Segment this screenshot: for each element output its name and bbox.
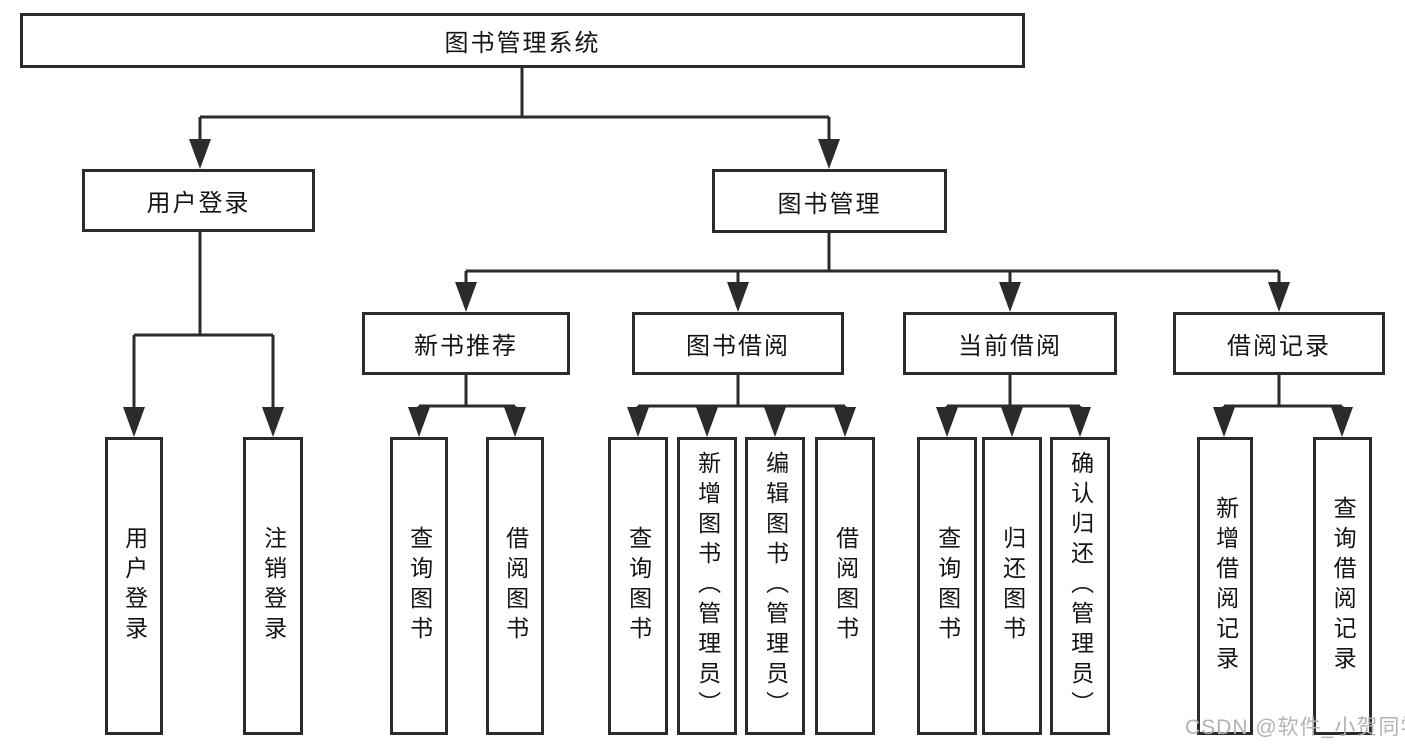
- arrow-down-icon: [1268, 282, 1290, 312]
- connector-root-to-level2: [198, 68, 831, 141]
- connector-book-management-children: [464, 233, 1281, 284]
- leaf-label: 确认归还（管理员）: [1067, 451, 1094, 721]
- arrow-down-icon: [1331, 407, 1353, 437]
- leaf-label: 查询图书: [406, 526, 433, 646]
- arrow-down-icon: [408, 407, 430, 437]
- leaf-query-books-borrowing: 查询图书: [608, 437, 668, 735]
- leaf-label: 查询图书: [625, 526, 652, 646]
- node-label: 图书管理系统: [444, 30, 601, 57]
- arrow-down-icon: [262, 407, 284, 437]
- arrow-down-icon: [1213, 407, 1235, 437]
- leaf-label: 注销登录: [260, 526, 287, 646]
- node-new-book-recommendation: 新书推荐: [362, 312, 570, 375]
- leaf-label: 查询图书: [934, 526, 961, 646]
- leaf-add-books-admin: 新增图书（管理员）: [677, 437, 737, 735]
- node-label: 图书借阅: [686, 333, 790, 360]
- node-current-borrowing: 当前借阅: [903, 312, 1117, 375]
- node-book-borrowing: 图书借阅: [632, 312, 844, 375]
- connector-new-book-children: [417, 375, 517, 409]
- arrow-down-icon: [627, 407, 649, 437]
- node-label: 当前借阅: [958, 333, 1062, 360]
- arrow-down-icon: [455, 282, 477, 312]
- node-label: 新书推荐: [414, 333, 518, 360]
- arrow-down-icon: [999, 282, 1021, 312]
- leaf-user-login: 用户登录: [105, 437, 163, 735]
- arrow-down-icon: [936, 407, 958, 437]
- node-label: 用户登录: [146, 190, 251, 217]
- arrow-down-icon: [764, 407, 786, 437]
- leaf-query-books-recommend: 查询图书: [390, 437, 448, 735]
- leaf-label: 用户登录: [121, 526, 148, 646]
- leaf-borrow-books: 借阅图书: [815, 437, 875, 735]
- connector-book-borrowing-children: [636, 375, 847, 409]
- leaf-borrow-books-recommend: 借阅图书: [486, 437, 544, 735]
- arrow-down-icon: [727, 282, 749, 312]
- leaf-logout-login: 注销登录: [243, 437, 303, 735]
- arrow-down-icon: [818, 139, 840, 169]
- leaf-label: 借阅图书: [832, 526, 859, 646]
- leaf-label: 新增借阅记录: [1212, 496, 1239, 676]
- node-user-login: 用户登录: [82, 169, 315, 232]
- leaf-confirm-return-admin: 确认归还（管理员）: [1050, 437, 1110, 735]
- arrow-down-icon: [189, 139, 211, 169]
- leaf-edit-books-admin: 编辑图书（管理员）: [745, 437, 805, 735]
- arrow-down-icon: [696, 407, 718, 437]
- leaf-label: 编辑图书（管理员）: [762, 451, 789, 721]
- leaf-add-borrowing-record: 新增借阅记录: [1197, 437, 1253, 735]
- leaf-label: 新增图书（管理员）: [694, 451, 721, 721]
- connector-borrowing-records-children: [1222, 375, 1344, 409]
- connector-current-borrowing-children: [945, 375, 1082, 409]
- leaf-label: 借阅图书: [502, 526, 529, 646]
- arrow-down-icon: [504, 407, 526, 437]
- node-borrowing-records: 借阅记录: [1173, 312, 1385, 375]
- node-label: 借阅记录: [1227, 333, 1331, 360]
- leaf-label: 查询借阅记录: [1330, 496, 1357, 676]
- arrow-down-icon: [1001, 407, 1023, 437]
- leaf-label: 归还图书: [999, 526, 1026, 646]
- connector-user-login-children: [132, 232, 275, 409]
- leaf-query-books-current: 查询图书: [917, 437, 977, 735]
- arrow-down-icon: [834, 407, 856, 437]
- leaf-return-books: 归还图书: [982, 437, 1042, 735]
- node-label: 图书管理: [777, 190, 882, 218]
- node-library-management-system: 图书管理系统: [20, 13, 1025, 68]
- arrow-down-icon: [123, 407, 145, 437]
- arrow-down-icon: [1069, 407, 1091, 437]
- leaf-query-borrowing-record: 查询借阅记录: [1313, 437, 1372, 735]
- node-book-management: 图书管理: [712, 169, 947, 233]
